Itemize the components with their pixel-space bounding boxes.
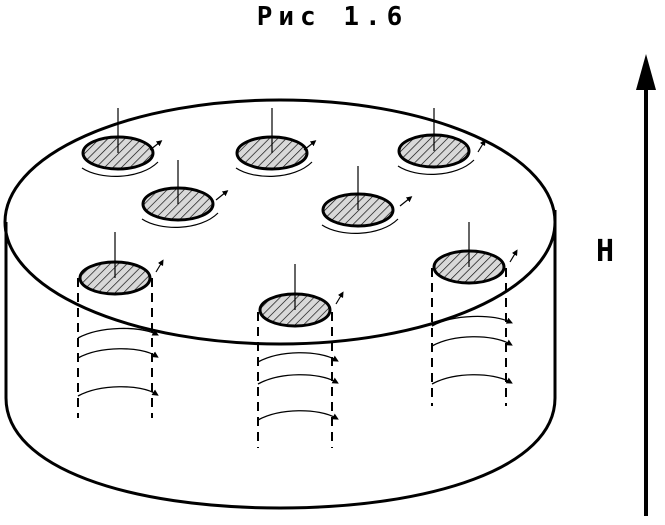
cylinder-top-face (3, 98, 557, 346)
holes (78, 108, 518, 328)
h-axis-label: H (596, 234, 615, 269)
hole-4 (141, 160, 229, 228)
hole-2 (235, 108, 317, 177)
hole-8 (432, 222, 518, 285)
hole-5 (321, 166, 413, 234)
spiral-loops (77, 315, 513, 421)
cylinder (3, 98, 557, 510)
hole-3 (397, 108, 486, 175)
channels (77, 268, 507, 448)
hole-1 (81, 108, 163, 177)
figure-title: Рис 1.6 (256, 2, 409, 32)
h-axis-arrow (636, 54, 656, 516)
hole-6 (78, 232, 164, 296)
hole-7 (258, 264, 344, 328)
cylinder-bottom-edge (4, 397, 557, 510)
